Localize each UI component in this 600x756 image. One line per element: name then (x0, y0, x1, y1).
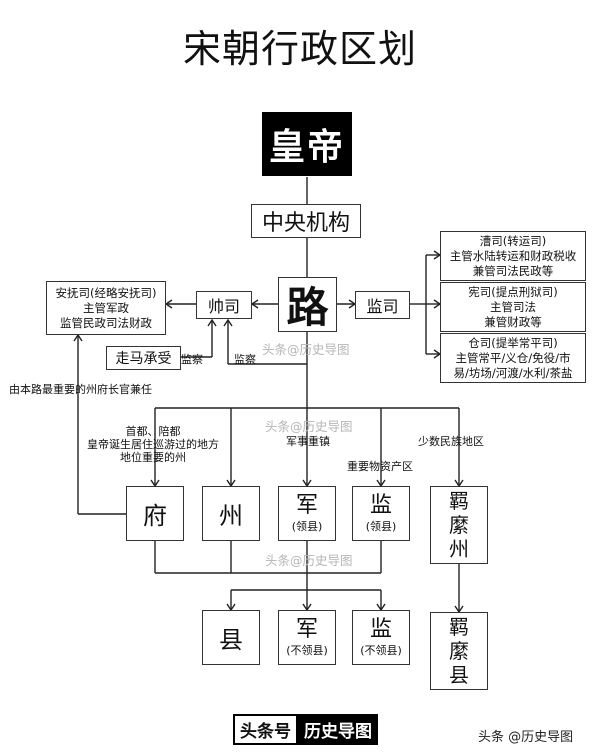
anfu-si-box: 安抚司(经略安抚司) 主管军政 监管民政司法财政 (46, 281, 166, 335)
jian-lingxian-box: 监 (领县) (352, 486, 410, 541)
jun2-main: 军 (295, 616, 318, 642)
anfu-line-2: 主管军政 (83, 300, 129, 315)
zhou-box: 州 (202, 486, 260, 541)
emperor-box: 皇帝 (262, 112, 352, 176)
jimi-xian-1: 羁 (449, 615, 469, 639)
xian-box: 县 (202, 610, 260, 665)
jian-bulingxian-box: 监 (不领县) (352, 610, 410, 665)
lu-circuit-box: 路 (278, 277, 337, 332)
jimi-zhou-1: 羁 (449, 489, 469, 513)
jun-sub: (领县) (291, 519, 323, 533)
cang-line-3: 易/坊场/河渡/水利/茶盐 (453, 365, 573, 380)
jimi-xian-3: 县 (449, 663, 469, 687)
jimi-zhou-3: 州 (449, 537, 469, 561)
cao-line-3: 兼管司法民政等 (472, 263, 554, 278)
footer-brand-part-1: 头条号 (233, 714, 298, 745)
jun-lingxian-box: 军 (领县) (278, 486, 336, 541)
jun-main: 军 (295, 492, 318, 518)
jian-sub: (领县) (365, 519, 397, 533)
cang-line-1: 仓司(提举常平司) (468, 335, 558, 350)
jian2-main: 监 (369, 616, 392, 642)
cang-line-2: 主管常平/义仓/免役/市 (455, 350, 571, 365)
jimi-zhou-2: 縻 (449, 513, 469, 537)
zouma-chengshou-box: 走马承受 (106, 346, 181, 370)
concurrent-note: 由本路最重要的州府长官兼任 (9, 383, 152, 396)
jun-bulingxian-box: 军 (不领县) (278, 610, 336, 665)
xian-line-3: 兼管财政等 (484, 314, 542, 329)
footer-brand-part-2: 历史导图 (298, 714, 378, 745)
cang-si-box: 仓司(提举常平司) 主管常平/义仓/免役/市 易/坊场/河渡/水利/茶盐 (440, 333, 586, 383)
jiancha-label-1: 监察 (181, 353, 203, 366)
fu-note-3: 地位重要的州 (120, 451, 186, 464)
jimi-xian-box: 羁 縻 县 (430, 612, 488, 690)
cao-line-1: 漕司(转运司) (479, 233, 547, 248)
jiancha-label-2: 监察 (234, 353, 256, 366)
footer-credit: 头条 @历史导图 (478, 730, 574, 745)
cao-si-box: 漕司(转运司) 主管水陆转运和财政税收 兼管司法民政等 (440, 231, 586, 281)
anfu-line-1: 安抚司(经略安抚司) (55, 285, 157, 300)
fu-note-1: 首都、陪都 (125, 425, 181, 438)
jun2-sub: (不领县) (286, 643, 328, 657)
fu-note-2: 皇帝诞生居住巡游过的地方 (87, 438, 219, 451)
jimi-zhou-box: 羁 縻 州 (430, 486, 488, 564)
anfu-line-3: 监管民政司法财政 (60, 315, 152, 330)
jun-note: 军事重镇 (286, 435, 330, 448)
fu-box: 府 (126, 486, 184, 541)
jian-si-box: 监司 (355, 291, 410, 319)
jimi-xian-2: 縻 (449, 639, 469, 663)
central-agency-box: 中央机构 (251, 204, 361, 238)
watermark-2: 头条@历史导图 (265, 419, 353, 434)
watermark-1: 头条@历史导图 (262, 342, 350, 357)
footer-brand: 头条号 历史导图 (233, 714, 378, 745)
shuai-si-box: 帅司 (196, 291, 252, 319)
jian2-sub: (不领县) (360, 643, 402, 657)
xian-line-1: 宪司(提点刑狱司) (468, 284, 558, 299)
xian-si-box: 宪司(提点刑狱司) 主管司法 兼管财政等 (440, 282, 586, 332)
page-title: 宋朝行政区划 (182, 27, 417, 71)
jian-note: 重要物资产区 (347, 460, 413, 473)
jimi-note: 少数民族地区 (418, 435, 484, 448)
cao-line-2: 主管水陆转运和财政税收 (449, 248, 577, 263)
jian-main: 监 (369, 492, 392, 518)
watermark-3: 头条@历史导图 (265, 553, 353, 568)
fu-note: 首都、陪都 皇帝诞生居住巡游过的地方 地位重要的州 (86, 425, 220, 464)
xian-line-2: 主管司法 (490, 299, 536, 314)
